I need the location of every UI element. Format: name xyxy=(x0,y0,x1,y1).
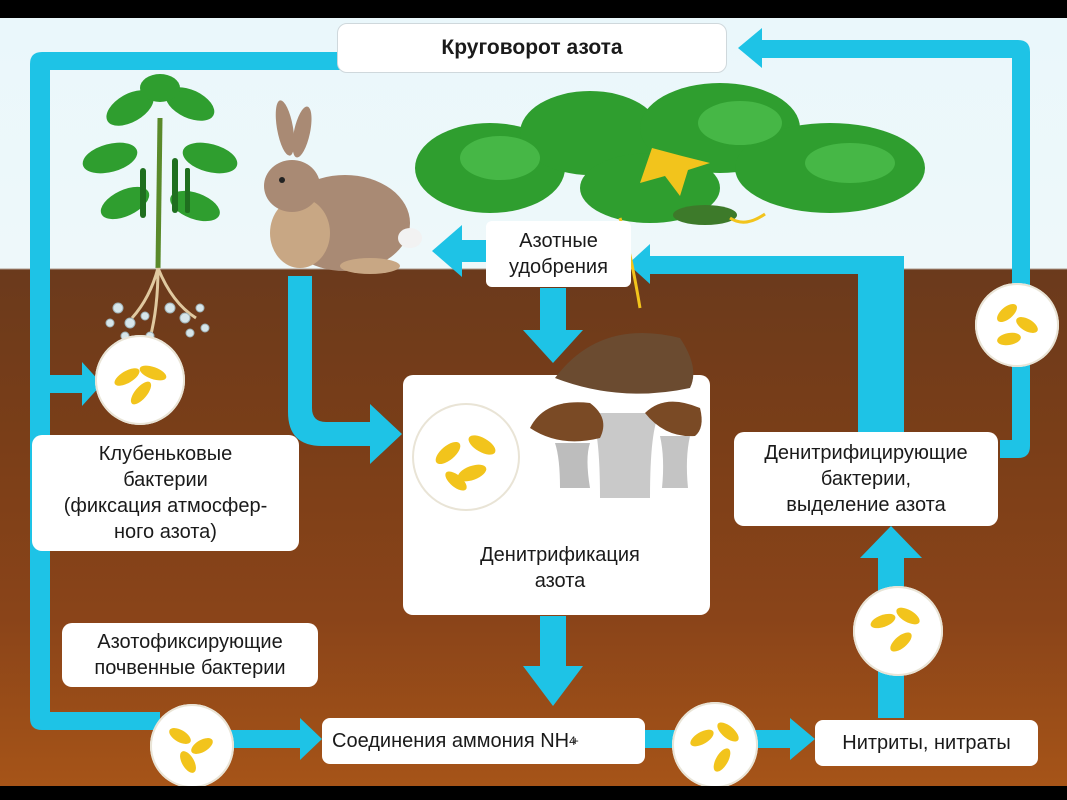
denitrification-line-2: азота xyxy=(534,570,586,592)
nodule-line-4: ного азота) xyxy=(114,521,217,543)
arrow-right-loop-up xyxy=(628,244,880,433)
nodule-line-1: Клубеньковые xyxy=(98,443,233,465)
denitrification-line-1: Денитрификация xyxy=(480,544,640,566)
bacteria-icon xyxy=(690,722,739,772)
denitrifying-line-3: выделение азота xyxy=(786,494,946,516)
bacteria-icon xyxy=(169,728,213,773)
plant-icon xyxy=(82,74,238,341)
nodule-bacteria-label: Клубеньковые бактерии (фиксация атмосфер… xyxy=(32,435,299,551)
nitrogen-cycle-scene: Круговорот азота Азотные удобрения Клубе… xyxy=(0,18,1067,786)
bacteria-icon xyxy=(870,607,920,652)
mushroom-icon xyxy=(530,333,702,498)
denitrification-label: Денитрификация азота xyxy=(440,538,680,598)
pumpkin-plant-icon xyxy=(415,83,925,309)
bacteria-icon xyxy=(997,304,1038,346)
fertilizer-line-1: Азотные xyxy=(519,230,598,252)
denitrifying-bacteria-label: Денитрифицирующие бактерии, выделение аз… xyxy=(734,432,998,526)
title-text: Круговорот азота xyxy=(441,36,623,59)
arrow-fertilizer-left xyxy=(432,225,490,277)
bacteria-bubble-nodule xyxy=(95,335,185,425)
bacteria-icon xyxy=(114,365,167,405)
arrow-fertilizer-down xyxy=(523,288,583,363)
soil-bacteria-line-2: почвенные бактерии xyxy=(94,657,286,679)
arrow-to-ammonium xyxy=(230,718,322,760)
fertilizer-line-2: удобрения xyxy=(509,256,608,278)
denitrifying-line-1: Денитрифицирующие xyxy=(764,442,968,464)
bacteria-bubble-ammonium xyxy=(672,702,758,786)
ammonium-text: Соединения аммония NH xyxy=(332,730,570,752)
nodule-line-2: бактерии xyxy=(123,469,208,491)
bacteria-bubble-soil xyxy=(150,704,234,786)
nodule-line-3: (фиксация атмосфер- xyxy=(63,495,268,517)
denitrifying-line-2: бактерии, xyxy=(820,468,912,490)
soil-bacteria-label: Азотофиксирующие почвенные бактерии xyxy=(62,623,318,687)
soil-bacteria-line-1: Азотофиксирующие xyxy=(97,631,283,653)
rabbit-icon xyxy=(264,100,422,274)
nitrites-label: Нитриты, нитраты xyxy=(815,720,1038,766)
arrow-to-nodule-bacteria xyxy=(45,362,102,406)
arrow-down-to-ammonium xyxy=(523,616,583,706)
arrow-rabbit-to-box xyxy=(288,276,402,464)
ammonium-superscript: + xyxy=(571,734,579,748)
fertilizer-label: Азотные удобрения xyxy=(486,221,631,287)
bacteria-bubble-box xyxy=(412,403,520,511)
title-label: Круговорот азота xyxy=(337,23,727,73)
nitrites-text: Нитриты, нитраты xyxy=(842,732,1011,754)
ammonium-subscript: 4 xyxy=(569,734,576,748)
bacteria-bubble-nitrites-up xyxy=(853,586,943,676)
arrow-right-loop-bar xyxy=(880,256,904,433)
bacteria-bubble-right xyxy=(975,283,1059,367)
bacteria-icon xyxy=(435,435,496,491)
